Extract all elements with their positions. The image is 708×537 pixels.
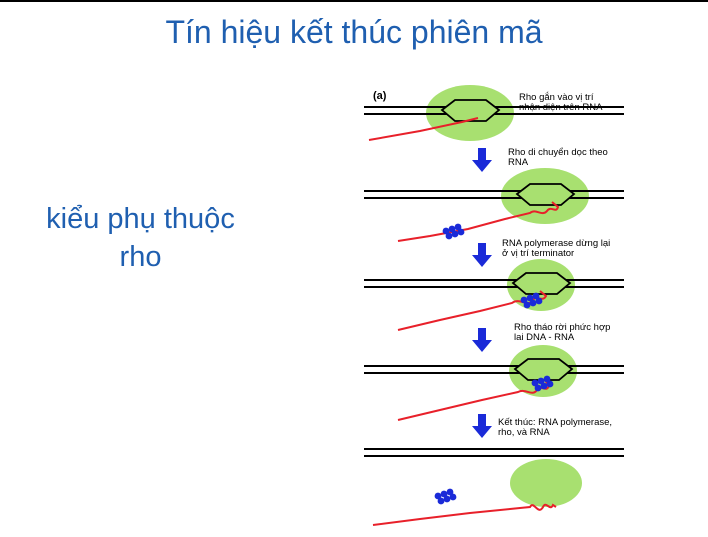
rna-transcript-released	[372, 503, 557, 526]
transcription-bubble	[511, 272, 572, 295]
stage-3: RNA polymerase dừng lại ở vị trí termina…	[364, 238, 624, 331]
transcription-bubble	[440, 99, 501, 122]
down-arrow-icon	[472, 414, 492, 438]
down-arrow-icon	[472, 148, 492, 172]
side-label-line2: rho	[119, 241, 162, 273]
rna-transcript	[397, 201, 560, 242]
rna-transcript	[368, 117, 479, 141]
step-3-text-line1: RNA polymerase dừng lại	[502, 238, 610, 249]
transcription-bubble	[515, 183, 576, 206]
stage-1: Rho gắn vào vị trí nhận diện trên RNA	[364, 85, 624, 141]
transcription-bubble	[513, 358, 574, 381]
step-2-text-line2: RNA	[508, 157, 529, 168]
step-2-text-line1: Rho di chuyển dọc theo	[508, 147, 608, 158]
side-label: kiểu phụ thuộc rho	[18, 200, 263, 276]
step-4-text-line2: lai DNA - RNA	[514, 332, 575, 343]
step-5-text-line1: Kết thúc: RNA polymerase,	[498, 417, 612, 428]
step-5-text-line2: rho, và RNA	[498, 427, 550, 438]
stage-5: Kết thúc: RNA polymerase, rho, và RNA	[364, 417, 624, 526]
step-3-text-line2: ở vị trí terminator	[502, 248, 574, 259]
step-1-text-line1: Rho gắn vào vị trí	[519, 92, 594, 103]
panel-label: (a)	[373, 90, 387, 102]
slide-title: Tín hiệu kết thúc phiên mã	[165, 14, 543, 50]
down-arrow-icon	[472, 243, 492, 267]
step-4-text-line1: Rho tháo rời phức hợp	[514, 322, 610, 333]
down-arrow-icon	[472, 328, 492, 352]
stage-2: Rho di chuyển dọc theo RNA	[364, 147, 624, 242]
rho-protein	[531, 375, 554, 392]
rho-protein-released	[434, 488, 457, 505]
rho-protein	[520, 292, 543, 309]
rho-protein	[442, 223, 465, 240]
rna-polymerase-released	[510, 459, 582, 507]
side-label-line1: kiểu phụ thuộc	[46, 203, 235, 235]
stage-4: Rho tháo rời phức hợp lai DNA - RNA	[364, 322, 624, 421]
step-1-text-line2: nhận diện trên RNA	[519, 102, 603, 113]
top-rule	[0, 0, 708, 2]
